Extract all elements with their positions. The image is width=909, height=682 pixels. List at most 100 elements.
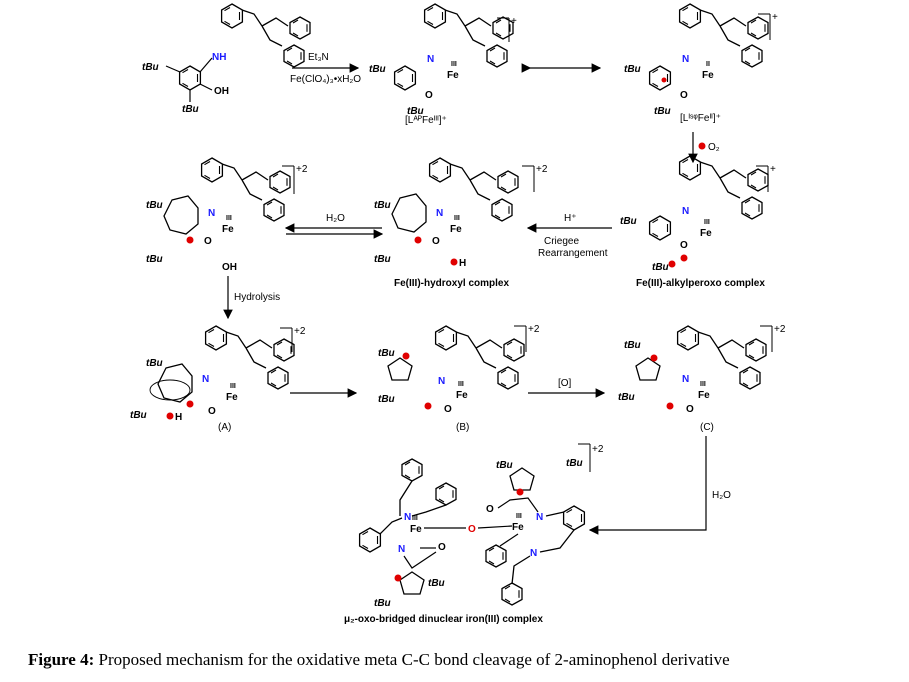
intermediate-a-label: (A) [218,422,231,433]
figure-caption: Figure 4: Proposed mechanism for the oxi… [28,650,898,670]
ligand-precursor: tBu tBu OH NH [142,4,310,115]
tbu-label: tBu [146,254,163,265]
oxygen-marker [394,574,402,582]
seven-ring-complex: tBu tBu N O Fe III OH +2 [146,158,308,273]
intermediate-b: tBu tBu N O Fe III +2 [378,324,540,415]
charge: +2 [774,324,786,335]
hydrolysis-label: Hydrolysis [234,292,280,303]
lap-fe-label: [LᴬᴾFeᴵᴵᴵ]⁺ [405,115,447,126]
charge: +2 [296,164,308,175]
dinuclear-label: μ₂-oxo-bridged dinuclear iron(III) compl… [344,614,543,625]
fe-oxidation-state: III [451,61,457,68]
arrow-to-dinuclear [588,436,707,535]
fe-oxidation-state: III [412,515,418,522]
n-atom: N [202,374,209,385]
tbu-label: tBu [378,348,395,359]
fe-atom: Fe [702,70,714,81]
oh-ligand: OH [222,262,237,273]
alkylperoxo-complex: tBu tBu N O Fe III + [620,156,776,273]
intermediate-c: tBu tBu N O Fe III +2 [618,324,786,415]
reagent-water: H₂O [712,490,731,501]
charge: +2 [294,326,306,337]
criegee-label: Criegee [544,236,579,247]
n-atom: N [427,54,434,65]
fe-atom: Fe [456,390,468,401]
dinuclear-complex: N Fe III N O tBu tBu O Fe III tBu tBu O … [358,443,604,609]
intermediate-c-label: (C) [700,422,714,433]
fe-atom: Fe [698,390,710,401]
charge: +2 [592,444,604,455]
intermediate-b-label: (B) [456,422,469,433]
fe-atom: Fe [226,392,238,403]
tbu-label: tBu [374,200,391,211]
lisq-fe-label: [LᴵˢᵠFeᴵᴵ]⁺ [680,113,721,124]
oxygen-marker [516,488,524,496]
tbu-label: tBu [142,62,159,73]
tbu-label: tBu [407,106,424,117]
charge: + [511,16,517,27]
oxygen-marker [186,236,194,244]
oh-label: OH [214,86,229,97]
tbu-label: tBu [146,200,163,211]
fe-atom: Fe [512,522,524,533]
caption-text: Proposed mechanism for the oxidative met… [94,650,730,669]
charge: + [770,164,776,175]
fe-oxidation-state: III [516,513,522,520]
hydroxyl-label: Fe(III)-hydroxyl complex [394,278,509,289]
n-atom: N [536,512,543,523]
radical-dot [661,77,667,83]
reagent-iron-salt: Fe(ClO₄)₃•xH₂O [290,74,361,85]
n-atom: N [208,208,215,219]
fe-oxidation-state: III [226,215,232,222]
caption-label: Figure 4: [28,650,95,669]
h-atom: H [459,258,466,269]
tbu-label: tBu [130,410,147,421]
n-atom: N [404,512,411,523]
oxygen-marker [698,142,706,150]
alkylperoxo-label: Fe(III)-alkylperoxo complex [636,278,765,289]
charge: + [772,12,778,23]
lap-fe-complex: tBu tBu N O Fe III + [369,4,517,117]
fe-oxidation-state: III [700,381,706,388]
n-atom: N [682,54,689,65]
hydroxyl-complex: tBu tBu N O Fe III H +2 [374,158,548,269]
peroxo-oxygen [668,260,676,268]
tbu-label: tBu [618,392,635,403]
n-atom: N [438,376,445,387]
tbu-label: tBu [369,64,386,75]
tbu-label: tBu [428,578,445,589]
charge: +2 [536,164,548,175]
tbu-label: tBu [566,458,583,469]
fe-atom: Fe [410,524,422,535]
reagent-water: H₂O [326,213,345,224]
reagent-base: Et₃N [308,52,329,63]
fe-atom: Fe [447,70,459,81]
fe-oxidation-state: III [454,215,460,222]
fe-atom: Fe [450,224,462,235]
o-atom: O [486,504,494,515]
n-atom: N [436,208,443,219]
o-atom: O [208,406,216,417]
peroxo-oxygen [680,254,688,262]
hydroxyl-oxygen [450,258,458,266]
o-atom: O [680,240,688,251]
tbu-label: tBu [624,340,641,351]
oxygen-marker [402,352,410,360]
tbu-label: tBu [624,64,641,75]
oxygen-marker [414,236,422,244]
fe-atom: Fe [222,224,234,235]
o-atom: O [444,404,452,415]
n-atom: N [682,206,689,217]
nh-label: NH [212,52,226,63]
bridging-oxo: O [468,524,476,535]
n-atom: N [398,544,405,555]
fe-oxidation-state: II [706,61,710,68]
reagent-oxidant: [O] [558,378,572,389]
rearrangement-label: Rearrangement [538,248,608,259]
intermediate-a: tBu tBu H N O Fe III +2 [130,326,306,423]
o-atom: O [438,542,446,553]
tbu-label: tBu [374,254,391,265]
tbu-label: tBu [652,262,669,273]
o-atom: O [425,90,433,101]
